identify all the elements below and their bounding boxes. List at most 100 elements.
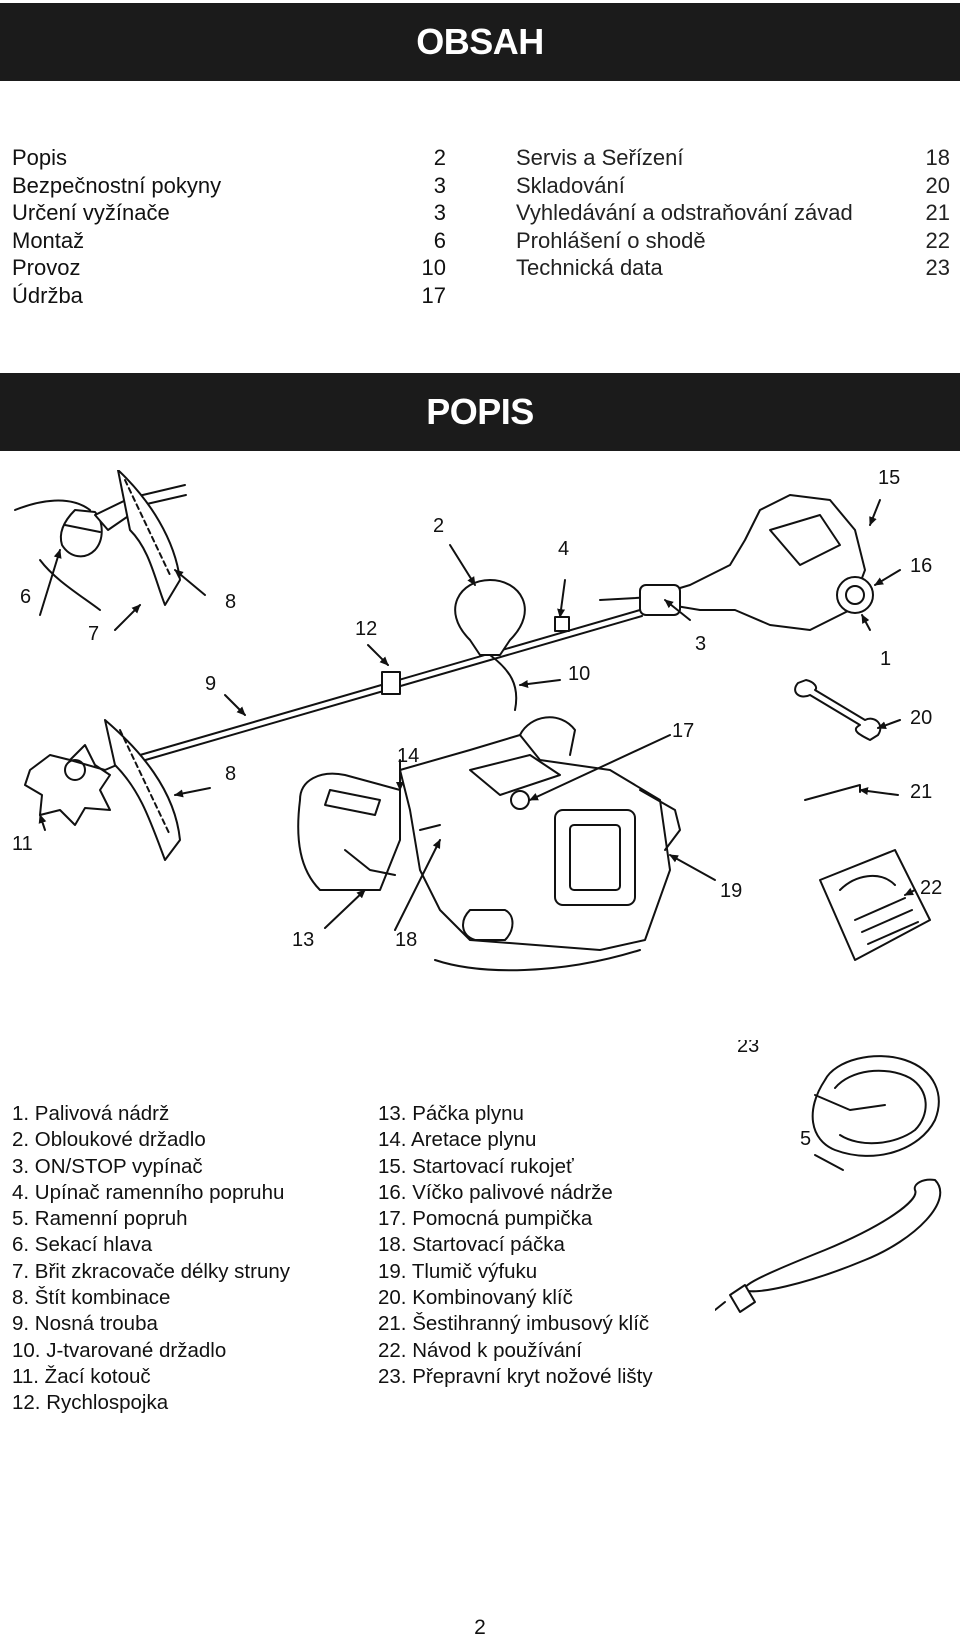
toc-page: 17	[421, 282, 446, 308]
callout-8: 8	[225, 591, 236, 613]
lower-shield-illustration	[104, 719, 181, 861]
toc-entry[interactable]: Bezpečnostní pokyny 3	[12, 172, 446, 200]
toc-label: Prohlášení o shodě	[516, 227, 706, 253]
part-item: 18. Startovací páčka	[378, 1233, 565, 1257]
part-item: 1. Palivová nádrž	[12, 1102, 170, 1125]
accessories-illustration: 23 5	[715, 1040, 942, 1313]
toc-label: Skladování	[516, 172, 625, 198]
description-banner: POPIS	[0, 373, 960, 451]
trimmer-parts-diagram: 1 2 3 4 6 7 8 8 9 10 11 12 13 14 15 16 1…	[12, 470, 942, 972]
toc-entry[interactable]: Určení vyžínače 3	[12, 199, 446, 227]
hex-key-illustration	[804, 784, 861, 801]
callout-19: 19	[720, 880, 742, 902]
part-item: 14. Aretace plynu	[378, 1128, 537, 1152]
manual-illustration	[819, 849, 931, 961]
callout-22: 22	[920, 877, 942, 899]
toc-page: 20	[925, 172, 950, 198]
callout-7: 7	[88, 623, 99, 645]
callout-6: 6	[20, 586, 31, 608]
part-item: 4. Upínač ramenního popruhu	[12, 1180, 285, 1204]
part-item: 21. Šestihranný imbusový klíč	[378, 1312, 650, 1336]
toc-left-column: Popis 2 Bezpečnostní pokyny 3 Určení vyžín…	[12, 144, 446, 309]
toc-label: Provoz	[12, 255, 81, 280]
part-item: 13. Páčka plynu	[378, 1102, 524, 1125]
engine-detail-illustration	[297, 716, 681, 972]
part-item: 19. Tlumič výfuku	[378, 1259, 538, 1283]
part-item: 5. Ramenní popruh	[12, 1207, 188, 1231]
part-item: 16. Víčko palivové nádrže	[378, 1180, 613, 1204]
part-item: 7. Břit zkracovače délky struny	[12, 1259, 290, 1283]
shield-illustration	[117, 470, 181, 606]
callout-23: 23	[737, 1040, 759, 1057]
callout-5: 5	[800, 1128, 811, 1150]
toc-entry[interactable]: Montaž 6	[12, 227, 446, 255]
toc-entry[interactable]: Provoz 10	[12, 254, 446, 282]
part-item: 12. Rychlospojka	[12, 1391, 169, 1415]
part-item: 2. Obloukové držadlo	[12, 1128, 206, 1152]
contents-banner: OBSAH	[0, 3, 960, 81]
description-title: POPIS	[426, 391, 534, 432]
toc-page: 22	[925, 227, 950, 253]
contents-title: OBSAH	[416, 21, 544, 62]
callout-16: 16	[910, 555, 932, 577]
toc-label: Bezpečnostní pokyny	[12, 172, 222, 198]
loop-handle-illustration	[454, 579, 526, 656]
part-item: 17. Pomocná pumpička	[378, 1207, 593, 1231]
toc-entry[interactable]: Prohlášení o shodě 22	[516, 227, 950, 255]
drive-shaft-illustration	[139, 589, 721, 762]
callout-18: 18	[395, 929, 417, 951]
part-item: 22. Návod k používání	[378, 1338, 582, 1362]
toc-entry[interactable]: Skladování 20	[516, 172, 950, 200]
toc-page: 18	[925, 145, 950, 170]
callout-4: 4	[558, 538, 569, 560]
part-item: 8. Štít kombinace	[12, 1286, 171, 1310]
part-item: 9. Nosná trouba	[12, 1312, 158, 1336]
callout-8-lower: 8	[225, 763, 236, 785]
parts-list-left: 1. Palivová nádrž 2. Obloukové držadlo 3…	[12, 1101, 290, 1417]
toc-label: Popis	[12, 145, 68, 170]
toc-label: Údržba	[12, 282, 83, 308]
toc-entry[interactable]: Vyhledávání a odstraňování závad 21	[516, 199, 950, 227]
toc-entry[interactable]: Údržba 17	[12, 282, 446, 310]
callout-11: 11	[12, 833, 33, 855]
toc-page: 2	[433, 145, 446, 170]
part-item: 20. Kombinovaný klíč	[378, 1286, 573, 1310]
callout-12: 12	[355, 618, 377, 640]
part-item: 23. Přepravní kryt nožové lišty	[378, 1364, 653, 1388]
part-item: 11. Žací kotouč	[12, 1364, 151, 1388]
callout-14: 14	[397, 745, 419, 767]
callout-20: 20	[910, 707, 932, 729]
callout-9: 9	[205, 673, 216, 695]
callout-15: 15	[878, 470, 900, 489]
callout-10: 10	[568, 663, 590, 685]
toc-label: Určení vyžínače	[12, 200, 170, 225]
shoulder-strap-illustration	[743, 1178, 942, 1293]
page-number: 2	[474, 1616, 486, 1639]
callout-21: 21	[910, 781, 932, 803]
toc-page: 6	[433, 227, 446, 253]
toc-page: 21	[925, 200, 950, 225]
callout-3: 3	[695, 633, 706, 655]
toc-label: Montaž	[12, 227, 85, 253]
toc-label: Technická data	[516, 255, 663, 280]
part-item: 10. J-tvarované držadlo	[12, 1338, 227, 1362]
toc-page: 10	[421, 255, 446, 280]
parts-list-right: 13. Páčka plynu 14. Aretace plynu 15. St…	[378, 1101, 653, 1390]
toc-page: 3	[433, 172, 446, 198]
part-item: 3. ON/STOP vypínač	[12, 1154, 203, 1178]
callout-2: 2	[433, 515, 444, 537]
callout-13: 13	[292, 929, 314, 951]
toc-entry[interactable]: Popis 2	[12, 144, 446, 172]
wrench-illustration	[794, 679, 882, 741]
toc-page: 23	[925, 255, 950, 280]
callout-1: 1	[880, 648, 891, 670]
callout-17: 17	[672, 720, 694, 742]
engine-upper-illustration	[639, 494, 874, 631]
part-item: 15. Startovací rukojeť	[378, 1154, 574, 1178]
toc-entry[interactable]: Technická data 23	[516, 254, 950, 282]
toc-page: 3	[433, 200, 446, 225]
part-item: 6. Sekací hlava	[12, 1233, 153, 1257]
toc-label: Vyhledávání a odstraňování závad	[516, 200, 853, 225]
